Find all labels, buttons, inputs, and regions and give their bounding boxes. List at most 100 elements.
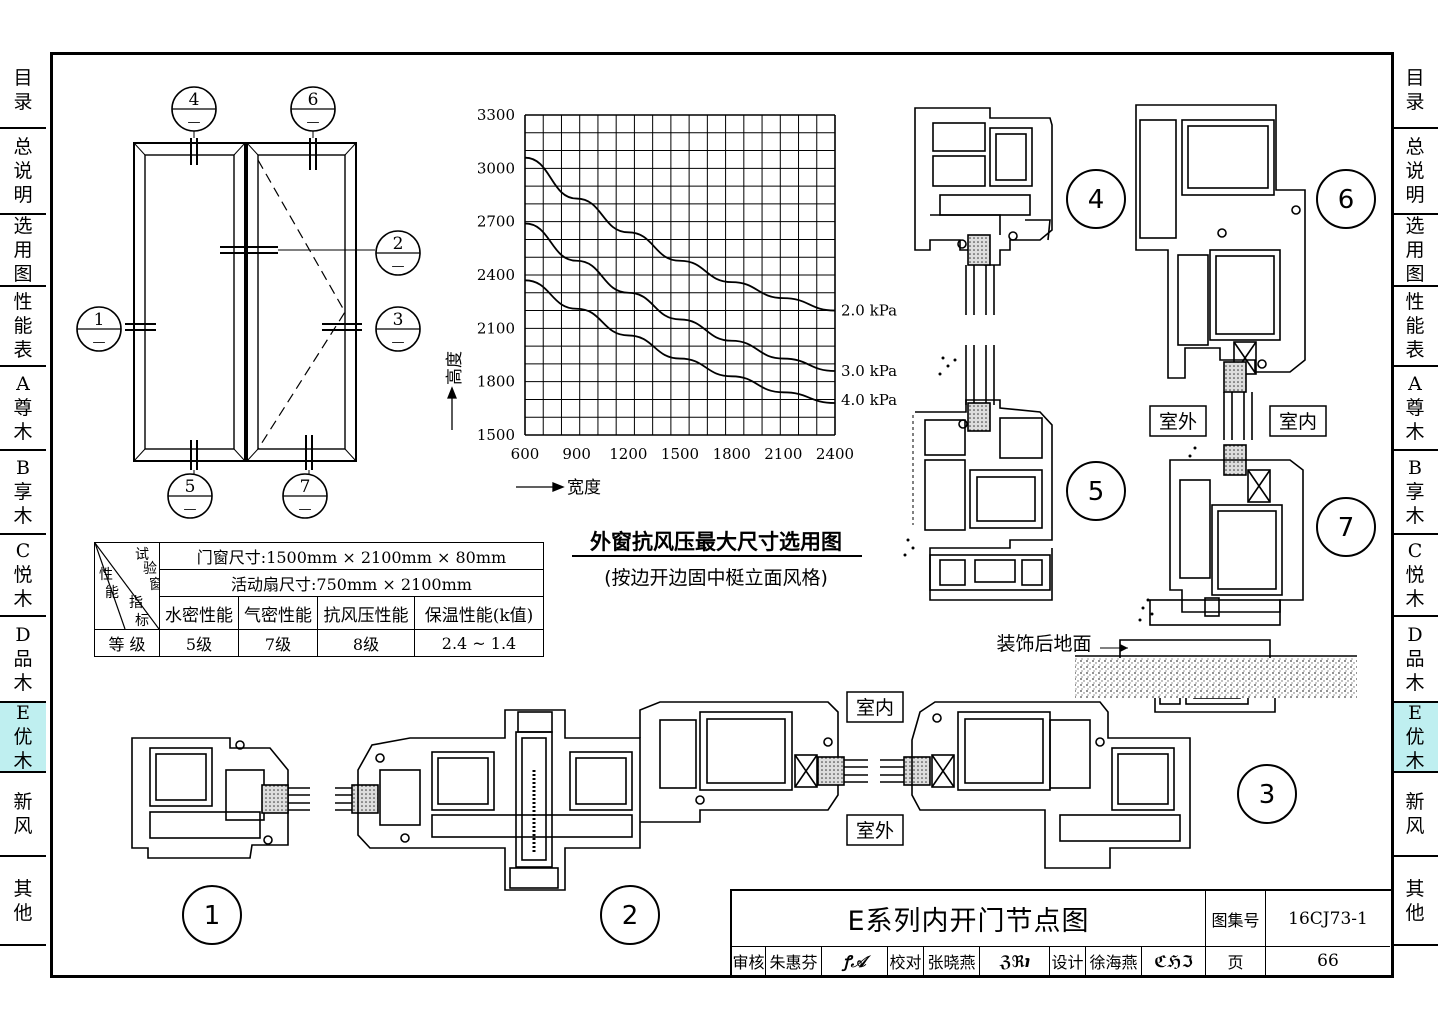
corner-f: 指 [129,595,143,611]
sidebar-item-3[interactable]: 性能表 [1392,287,1438,367]
sidebar-item-1[interactable]: 总说明 [1392,129,1438,215]
sidebar-item-char: 录 [13,90,33,113]
label-outdoor-7: 室外 [1159,411,1197,433]
series-label: 3.0 kPa [841,362,897,380]
marker-1-num: 1 [94,310,105,330]
sidebar-item-char: 表 [1405,339,1425,361]
sidebar-item-10[interactable]: 其他 [0,857,46,946]
detail-num-4: 4 [1088,185,1105,215]
marker-4-num: 4 [189,90,200,110]
sidebar-item-2[interactable]: 选用图 [1392,215,1438,287]
wind-pressure-chart [524,114,836,436]
review-label: 审核 [732,947,766,975]
door-elevation [125,131,375,474]
sidebar-item-char: 表 [13,339,33,361]
header-thermal: 保温性能(k值) [414,596,544,630]
sidebar-item-char: 木 [1405,672,1425,694]
sidebar-item-char: A [1408,373,1422,395]
door-size: 门窗尺寸:1500mm × 2100mm × 80mm [159,542,544,570]
section-5-water [903,356,957,557]
sidebar-item-1[interactable]: 总说明 [0,129,46,215]
marker-2-num: 2 [393,234,404,254]
page-label: 页 [1206,947,1266,975]
sidebar-item-3[interactable]: 性能表 [0,287,46,367]
marker-7-num: 7 [300,477,311,497]
sidebar-item-10[interactable]: 其他 [1392,857,1438,946]
marker-7-sub: — [299,502,312,517]
title-block: E系列内开门节点图 图集号 16CJ73-1 审核 朱惠芬 ꝭ𝒜 校对 张晓燕 … [730,889,1392,975]
detail-circle-5 [1066,461,1126,521]
marker-6-sub: — [307,115,320,130]
value-wind: 8级 [317,629,415,657]
value-thermal: 2.4 ~ 1.4 [414,629,544,657]
sidebar-item-char: 能 [13,315,33,337]
sidebar-item-char: 图 [13,263,33,285]
label-indoor-7: 室内 [1279,411,1317,433]
marker-1-sub: — [93,335,106,350]
sidebar-item-char: E [16,702,30,724]
sidebar-item-char: 木 [13,421,33,443]
sidebar-item-char: 悦 [13,564,33,586]
sidebar-item-0[interactable]: 目录 [1392,52,1438,129]
series-line-2 [524,279,836,404]
sidebar-item-char: 总 [13,136,33,158]
y-tick-label: 1500 [477,426,515,444]
sidebar-item-char: 木 [1405,505,1425,527]
sidebar-item-char: 新 [1405,791,1425,813]
value-water: 5级 [159,629,239,657]
sidebar-item-char: D [1407,624,1423,646]
elevation-markers [76,86,421,519]
marker-4-sub: — [188,115,201,130]
sidebar-item-char: 明 [13,184,33,206]
value-air: 7级 [238,629,318,657]
marker-6-num: 6 [308,90,319,110]
series-line-1 [524,222,836,372]
y-tick-label: 2100 [477,319,515,337]
sidebar-item-char: 选 [1405,215,1425,237]
sidebar-item-9[interactable]: 新风 [1392,773,1438,857]
sidebar-item-char: 尊 [13,397,33,419]
sidebar-item-char: 用 [13,239,33,261]
sidebar-item-2[interactable]: 选用图 [0,215,46,287]
sidebar-item-char: B [1408,457,1422,479]
marker-3-num: 3 [393,310,404,330]
x-tick-label: 1800 [713,445,751,463]
sidebar-item-char: E [1408,702,1422,724]
series-label: 4.0 kPa [841,391,897,409]
floor-concrete [1075,658,1357,698]
sidebar-item-char: 尊 [1405,397,1425,419]
marker-2-sub: — [392,259,405,274]
sidebar-item-char: 品 [13,648,33,670]
corner-d: 性 [99,567,113,583]
sidebar-item-char: 品 [1405,648,1425,670]
y-tick-label: 3000 [477,159,515,177]
sidebar-item-char: 木 [13,750,33,772]
y-tick-label: 1800 [477,373,515,391]
sidebar-item-char: 选 [13,215,33,237]
detail-num-7: 7 [1338,513,1355,543]
row-label: 等 级 [94,629,160,657]
sidebar-item-9[interactable]: 新风 [0,773,46,857]
sidebar-item-char: 享 [1405,481,1425,503]
sidebar-item-char: 木 [1405,588,1425,610]
corner-c: 窗 [149,576,159,593]
sidebar-item-char: A [16,373,30,395]
x-tick-label: 2100 [764,445,802,463]
sidebar-item-0[interactable]: 目录 [0,52,46,129]
checker-signature: ℨℜ℩ [980,947,1050,975]
sidebar-item-char: 风 [13,815,33,837]
sidebar-item-char: 优 [1405,726,1425,748]
sidebar-item-char: 木 [13,672,33,694]
label-indoor-3: 室内 [856,697,894,719]
